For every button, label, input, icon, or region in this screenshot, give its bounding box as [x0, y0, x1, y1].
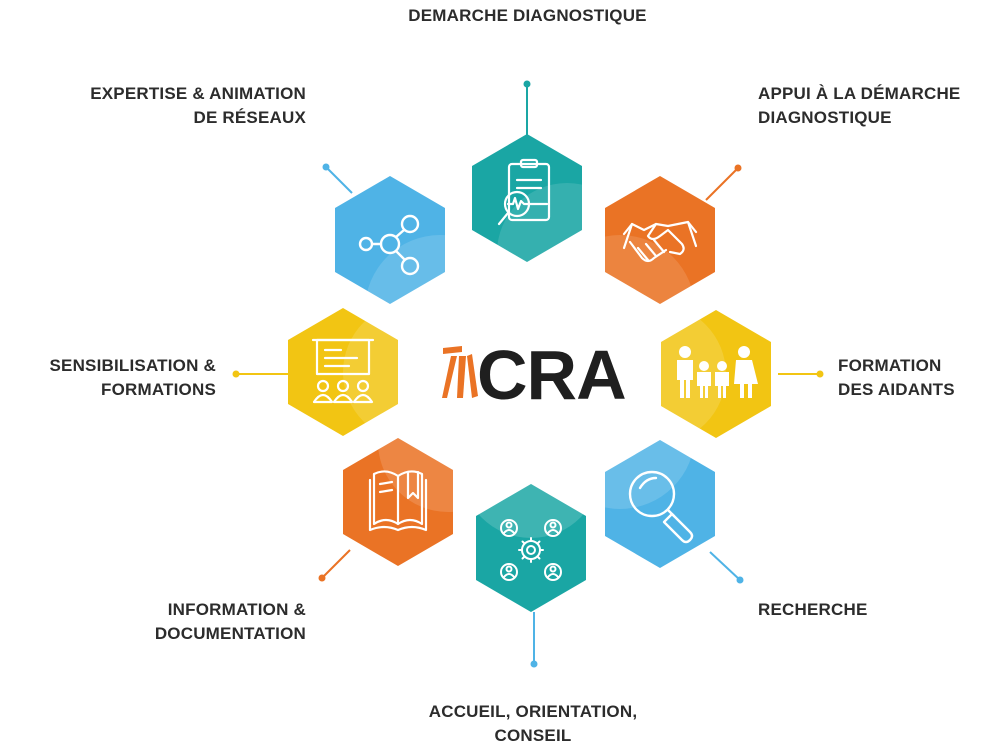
cra-logo-text: CRA	[477, 336, 626, 414]
label-right-line-1: FORMATION	[838, 356, 942, 375]
connector-top-left	[325, 166, 353, 194]
label-top-right: APPUI À LA DÉMARCHE DIAGNOSTIQUE	[758, 82, 998, 130]
hexagon-left	[288, 308, 398, 436]
connector-dot-top-right	[734, 164, 742, 172]
label-top-right-line-2: DIAGNOSTIQUE	[758, 108, 892, 127]
network-share-icon	[358, 214, 420, 276]
label-bottom: ACCUEIL, ORIENTATION, CONSEIL	[380, 700, 686, 748]
label-left: SENSIBILISATION & FORMATIONS	[0, 354, 216, 402]
label-bottom-left-line-2: DOCUMENTATION	[154, 624, 306, 643]
connector-bottom-left	[321, 549, 351, 579]
connector-top-right	[705, 167, 739, 201]
label-top: DEMARCHE DIAGNOSTIQUE	[360, 4, 695, 28]
label-left-line-2: FORMATIONS	[100, 380, 216, 399]
hexagon-bottom	[476, 484, 586, 612]
label-right-line-2: DES AIDANTS	[838, 380, 955, 399]
label-right: FORMATION DES AIDANTS	[838, 354, 998, 402]
connector-dot-bottom	[530, 660, 538, 668]
cra-logo-mark	[442, 346, 478, 398]
handshake-icon	[622, 220, 698, 263]
connector-dot-bottom-right	[736, 576, 744, 584]
label-bottom-left: INFORMATION & DOCUMENTATION	[60, 598, 306, 646]
clipboard-magnifier-icon	[497, 158, 551, 226]
connector-dot-top-left	[322, 163, 330, 171]
connector-bottom-right	[709, 551, 741, 581]
label-top-left: EXPERTISE & ANIMATION DE RÉSEAUX	[20, 82, 306, 130]
hexagon-top-right	[605, 176, 715, 304]
label-top-left-line-1: EXPERTISE & ANIMATION	[90, 84, 306, 103]
family-icon	[677, 346, 758, 398]
connector-dot-bottom-left	[318, 574, 326, 582]
label-top-left-line-2: DE RÉSEAUX	[193, 108, 306, 127]
hexagon-right	[661, 310, 771, 438]
magnifier-icon	[628, 470, 694, 544]
label-top-line-1: DEMARCHE DIAGNOSTIQUE	[408, 6, 647, 25]
cra-logo: CRA	[442, 336, 627, 414]
label-bottom-right-line-1: RECHERCHE	[758, 600, 868, 619]
label-bottom-line-2: CONSEIL	[494, 726, 572, 745]
label-left-line-1: SENSIBILISATION &	[49, 356, 216, 375]
hexagon-bottom-right	[605, 440, 715, 568]
book-icon	[368, 470, 428, 532]
label-bottom-left-line-1: INFORMATION &	[167, 600, 306, 619]
label-bottom-line-1: ACCUEIL, ORIENTATION,	[428, 702, 638, 721]
connector-dot-right	[816, 370, 824, 378]
hexagon-top-left	[335, 176, 445, 304]
people-gear-icon	[500, 519, 562, 581]
connector-lines	[232, 80, 824, 668]
presentation-board-icon	[311, 338, 375, 404]
label-bottom-right: RECHERCHE	[758, 598, 958, 622]
connector-dot-top	[523, 80, 531, 88]
label-top-right-line-1: APPUI À LA DÉMARCHE	[758, 84, 961, 103]
connector-dot-left	[232, 370, 240, 378]
